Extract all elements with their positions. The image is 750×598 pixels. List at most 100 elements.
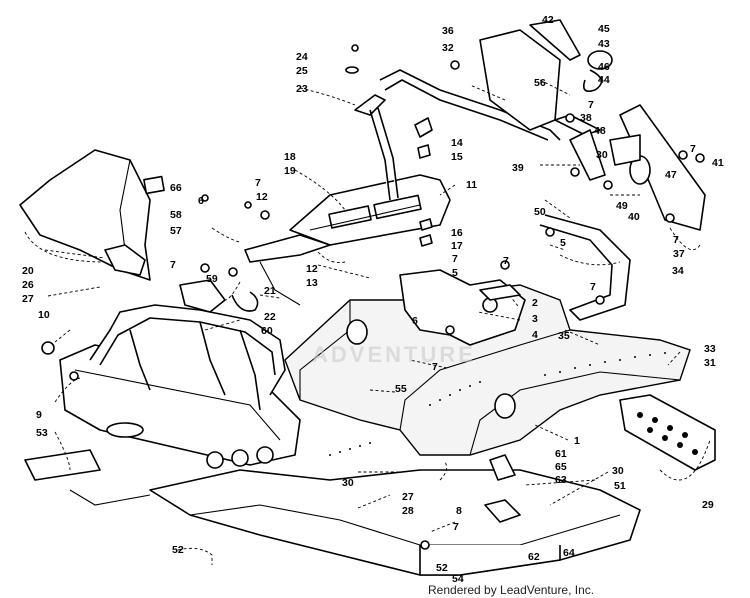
rear-mount	[484, 454, 521, 523]
callout-label: 61	[555, 448, 567, 460]
callout-label: 7	[453, 521, 459, 533]
callout-label: 11	[466, 179, 477, 191]
callout-label: 42	[542, 14, 554, 26]
callout-label: 51	[614, 480, 626, 492]
callout-label: 19	[284, 165, 296, 177]
callout-label: 58	[170, 209, 182, 221]
callout-label: 64	[563, 547, 575, 559]
steering-column	[354, 94, 433, 247]
callout-label: 6	[198, 195, 204, 207]
rear-skid-plate	[619, 394, 716, 471]
callout-label: 24	[296, 51, 308, 63]
callout-label: 7	[590, 281, 596, 293]
callout-label: 20	[22, 265, 34, 277]
callout-label: 33	[704, 343, 716, 355]
callout-label: 32	[442, 42, 454, 54]
steering-post	[179, 234, 331, 313]
callout-label: 49	[616, 200, 628, 212]
callout-label: 7	[690, 143, 696, 155]
callout-label: 53	[36, 427, 48, 439]
callout-label: 50	[534, 206, 546, 218]
callout-label: 17	[451, 240, 463, 252]
callout-label: 52	[172, 544, 184, 556]
callout-labels: 1 2 3 4 5 5 6 6 7 7 7 7 7 7 7 7 7 7 8 9 …	[22, 14, 724, 585]
ski-loop-frame	[89, 304, 286, 411]
callout-label: 37	[673, 248, 685, 260]
callout-label: 59	[206, 273, 218, 285]
front-shield	[24, 449, 151, 506]
front-bumper	[59, 344, 301, 469]
callout-label: 46	[598, 61, 610, 73]
callout-label: 12	[256, 191, 268, 203]
mid-bracket	[399, 269, 526, 346]
callout-label: 55	[395, 383, 407, 395]
callout-label: 35	[558, 330, 570, 342]
callout-label: 3	[532, 313, 538, 325]
callout-label: 22	[264, 311, 276, 323]
callout-label: 62	[528, 551, 540, 563]
watermark-text: ADVENTURE	[312, 342, 476, 367]
callout-label: 63	[555, 474, 567, 486]
callout-label: 34	[672, 265, 684, 277]
callout-label: 23	[296, 83, 308, 95]
leader-lines	[24, 79, 711, 565]
callout-label: 29	[702, 499, 714, 511]
callout-label: 7	[588, 99, 594, 111]
upper-support-bar	[379, 69, 561, 141]
callout-label: 57	[170, 225, 182, 237]
callout-label: 7	[170, 259, 176, 271]
callout-label: 5	[452, 267, 458, 279]
grab-handle	[539, 214, 631, 321]
callout-label: 10	[38, 309, 50, 321]
callout-label: 39	[512, 162, 524, 174]
callout-label: 7	[452, 253, 458, 265]
callout-label: 48	[594, 125, 606, 137]
callout-label: 56	[534, 77, 546, 89]
callout-label: 4	[532, 329, 538, 341]
console-bracket	[289, 174, 451, 246]
callout-label: 7	[673, 234, 679, 246]
callout-label: 45	[598, 23, 610, 35]
nose-panel	[19, 149, 165, 281]
callout-label: 38	[580, 112, 592, 124]
callout-label: 41	[712, 157, 724, 169]
callout-label: 18	[284, 151, 296, 163]
callout-label: 12	[306, 263, 318, 275]
callout-label: 65	[555, 461, 567, 473]
callout-label: 16	[451, 227, 463, 239]
callout-label: 60	[261, 325, 273, 337]
callout-label: 14	[451, 137, 463, 149]
callout-label: 8	[456, 505, 462, 517]
callout-label: 44	[598, 74, 610, 86]
callout-label: 43	[598, 38, 610, 50]
callout-label: 7	[432, 361, 438, 373]
callout-label: 36	[442, 25, 454, 37]
callout-label: 5	[560, 237, 566, 249]
callout-label: 26	[22, 279, 34, 291]
callout-label: 21	[264, 285, 276, 297]
fasteners	[41, 44, 705, 550]
callout-label: 7	[503, 255, 509, 267]
callout-label: 1	[574, 435, 580, 447]
callout-label: 27	[402, 491, 414, 503]
callout-label: 7	[255, 177, 261, 189]
belly-pan	[149, 469, 641, 576]
callout-label: 47	[665, 169, 677, 181]
callout-label: 30	[596, 149, 608, 161]
callout-label: 54	[452, 573, 464, 585]
callout-label: 9	[36, 409, 42, 421]
right-bracket-plate	[609, 104, 706, 231]
callout-label: 30	[342, 477, 354, 489]
callout-label: 2	[532, 297, 538, 309]
callout-label: 28	[402, 505, 414, 517]
callout-label: 27	[22, 293, 34, 305]
callout-label: 66	[170, 182, 182, 194]
callout-label: 40	[628, 211, 640, 223]
callout-label: 31	[704, 357, 716, 369]
callout-label: 52	[436, 562, 448, 574]
callout-label: 15	[451, 151, 463, 163]
callout-label: 25	[296, 65, 308, 77]
callout-label: 30	[612, 465, 624, 477]
callout-label: 13	[306, 277, 318, 289]
